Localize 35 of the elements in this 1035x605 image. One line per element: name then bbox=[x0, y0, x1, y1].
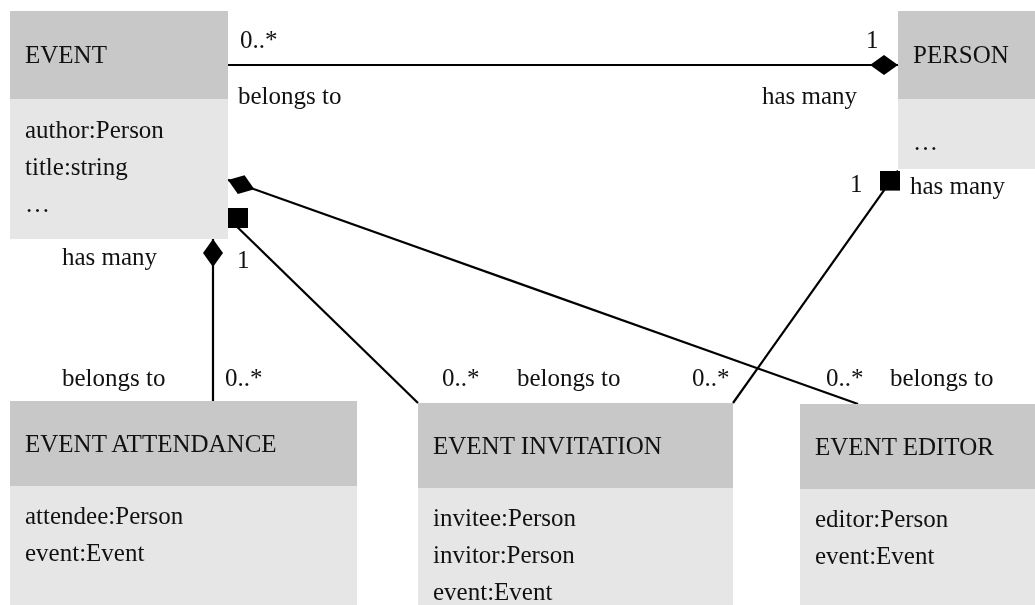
role-label: has many bbox=[910, 172, 1006, 200]
attribute-list: invitee:Person invitor:Person event:Event bbox=[433, 499, 577, 605]
class-name: EVENT EDITOR bbox=[815, 432, 994, 461]
class-box bbox=[10, 11, 228, 239]
association-line bbox=[227, 208, 419, 404]
attribute-list: … bbox=[913, 123, 938, 160]
association-line bbox=[203, 239, 223, 401]
class-box bbox=[898, 11, 1035, 169]
multiplicity-label: 0..* bbox=[240, 26, 278, 54]
class-box bbox=[10, 401, 357, 605]
role-label: belongs to bbox=[238, 82, 342, 110]
class-box bbox=[800, 404, 1035, 605]
attribute-list: attendee:Person event:Event bbox=[25, 497, 184, 571]
role-label: has many bbox=[62, 243, 158, 271]
role-label: belongs to bbox=[62, 364, 166, 392]
class-name: EVENT INVITATION bbox=[433, 431, 662, 460]
association-line bbox=[732, 169, 900, 404]
multiplicity-label: 1 bbox=[866, 26, 879, 54]
multiplicity-label: 0..* bbox=[225, 364, 263, 392]
multiplicity-label: 0..* bbox=[442, 364, 480, 392]
role-label: belongs to bbox=[517, 364, 621, 392]
association-line bbox=[227, 175, 859, 406]
multiplicity-label: 0..* bbox=[826, 364, 864, 392]
role-label: belongs to bbox=[890, 364, 994, 392]
role-label: has many bbox=[762, 82, 858, 110]
multiplicity-label: 0..* bbox=[692, 364, 730, 392]
attribute-list: author:Person title:string … bbox=[25, 111, 164, 222]
class-name: EVENT bbox=[25, 41, 107, 69]
attribute-list: editor:Person event:Event bbox=[815, 500, 949, 574]
multiplicity-label: 1 bbox=[237, 246, 250, 274]
class-name: EVENT ATTENDANCE bbox=[25, 429, 277, 458]
class-box bbox=[418, 403, 733, 605]
association-line bbox=[228, 55, 898, 75]
class-name: PERSON bbox=[913, 41, 1009, 69]
multiplicity-label: 1 bbox=[850, 170, 863, 198]
